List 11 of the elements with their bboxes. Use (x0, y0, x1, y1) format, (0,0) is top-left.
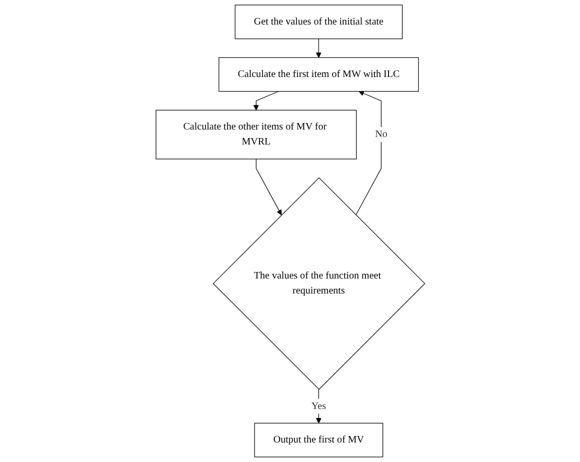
edge-label: No (374, 128, 387, 140)
arrow (316, 38, 322, 58)
node-box: Output the first of MV (254, 422, 383, 458)
node-box: Get the values of the initial state (234, 4, 402, 40)
arrow (255, 158, 282, 216)
arrow (253, 91, 278, 110)
node-diamond: The values of the function meet requirements (212, 177, 425, 390)
node-box: Calculate the first item of MW with ILC (218, 57, 418, 92)
edge-label: Yes (311, 400, 326, 412)
arrow (355, 90, 382, 216)
node-box: Calculate the other items of MV for MVRL (155, 110, 356, 160)
